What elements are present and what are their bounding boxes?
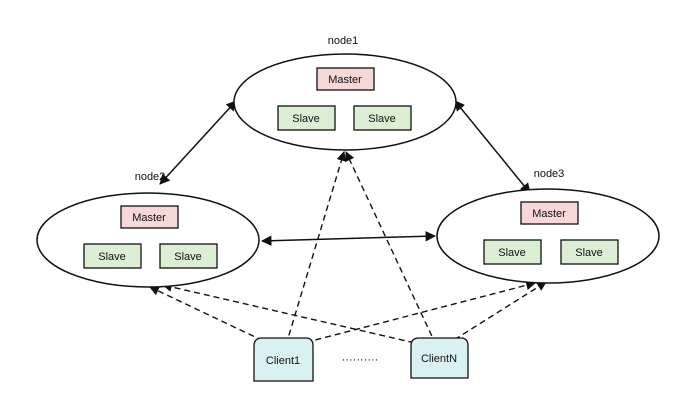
clientn-label: ClientN [421,353,457,365]
link-node2-node3 [260,231,437,246]
node1-group: node1 Master Slave Slave [233,35,457,151]
node1-master-label: Master [328,74,362,86]
node3-slave1-box [483,239,542,265]
node1-slave1-label: Slave [292,113,320,125]
node3-slave2-label: Slave [575,247,603,259]
node3-slave1-label: Slave [498,247,526,259]
link-node1-node3 [454,100,531,194]
node2-title: node2 [135,171,166,183]
clientn-group: ClientN [410,337,469,379]
client1-label: Client1 [266,355,300,367]
node3-master-box [520,201,579,225]
link-client1-node2 [149,286,273,346]
link-clientn-node2 [162,282,425,346]
node2-master-label: Master [132,212,166,224]
clients-ellipsis: ·········· [342,354,379,366]
node3-group: node3 Master Slave Slave [436,168,660,284]
link-clientn-node3 [445,281,547,346]
node1-title: node1 [328,35,359,47]
clientn-box [410,337,469,379]
client1-group: Client1 [253,337,314,382]
node1-master-box [316,67,375,91]
node1-slave2-label: Slave [368,113,396,125]
node2-master-box [120,205,179,229]
node1-slave2-box [353,105,412,131]
link-client1-node1 [285,151,347,346]
node3-title: node3 [534,168,565,180]
node2-slave1-box [83,243,142,269]
node2-slave1-label: Slave [98,251,126,263]
node2-slave2-label: Slave [174,251,202,263]
node1-slave1-box [277,105,336,131]
node3-slave2-box [560,239,619,265]
link-client1-node3 [295,280,536,346]
node2-group: node2 Master Slave Slave [36,171,260,288]
node2-slave2-box [159,243,218,269]
node3-master-label: Master [532,208,566,220]
client1-box [253,337,314,382]
link-node1-node2 [159,100,237,185]
link-clientn-node1 [345,151,437,346]
